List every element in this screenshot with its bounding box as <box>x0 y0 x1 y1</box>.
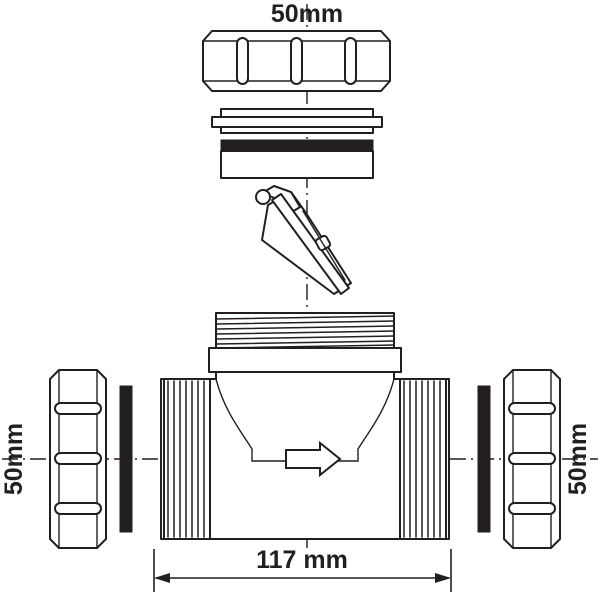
chamber-left-wall <box>215 378 253 462</box>
right-size-label: 50mm <box>564 423 592 495</box>
cap-collar <box>211 108 383 179</box>
collar-o-ring <box>220 139 374 152</box>
overall-length-dimension: 117 mm <box>153 546 452 592</box>
right-nut-rib-bottom <box>508 502 556 515</box>
flap-valve-edge-detail <box>302 210 346 281</box>
flow-direction-arrow <box>285 440 342 478</box>
left-washer <box>119 385 133 533</box>
collar-flange <box>211 116 383 128</box>
left-nut-rib-top <box>54 402 102 415</box>
right-thread-block <box>399 378 447 540</box>
right-union-nut <box>503 369 561 549</box>
right-nut-rib-middle <box>508 452 556 465</box>
right-thread-lines <box>403 380 441 538</box>
neck-flange <box>208 347 402 373</box>
flap-valve <box>255 185 352 295</box>
neck-thread-lines <box>215 315 395 349</box>
left-size-label: 50mm <box>0 423 28 495</box>
overall-length-label: 117 mm <box>256 546 348 574</box>
left-thread-lines <box>167 380 205 538</box>
top-cap <box>202 30 391 92</box>
top-cap-rib-center <box>290 37 303 85</box>
top-cap-rib-right <box>344 37 357 85</box>
top-size-label: 50mm <box>271 0 343 28</box>
flap-valve-pivot-pin <box>255 189 271 205</box>
right-washer <box>477 385 491 533</box>
left-union-nut <box>49 369 107 549</box>
dim-arrowhead-left <box>154 573 170 583</box>
right-nut-rib-top <box>508 402 556 415</box>
left-nut-rib-middle <box>54 452 102 465</box>
valve-body-neck <box>208 312 402 373</box>
dim-arrowhead-right <box>435 573 451 583</box>
top-cap-rib-left <box>236 37 249 85</box>
body-right-threads <box>399 378 447 540</box>
left-nut-rib-bottom <box>54 502 102 515</box>
left-thread-block <box>163 378 211 540</box>
body-left-threads <box>163 378 211 540</box>
collar-lower-body <box>220 150 374 179</box>
flap-valve-spine <box>271 193 350 295</box>
flow-arrow <box>285 440 342 478</box>
chamber-right-wall <box>357 378 395 462</box>
